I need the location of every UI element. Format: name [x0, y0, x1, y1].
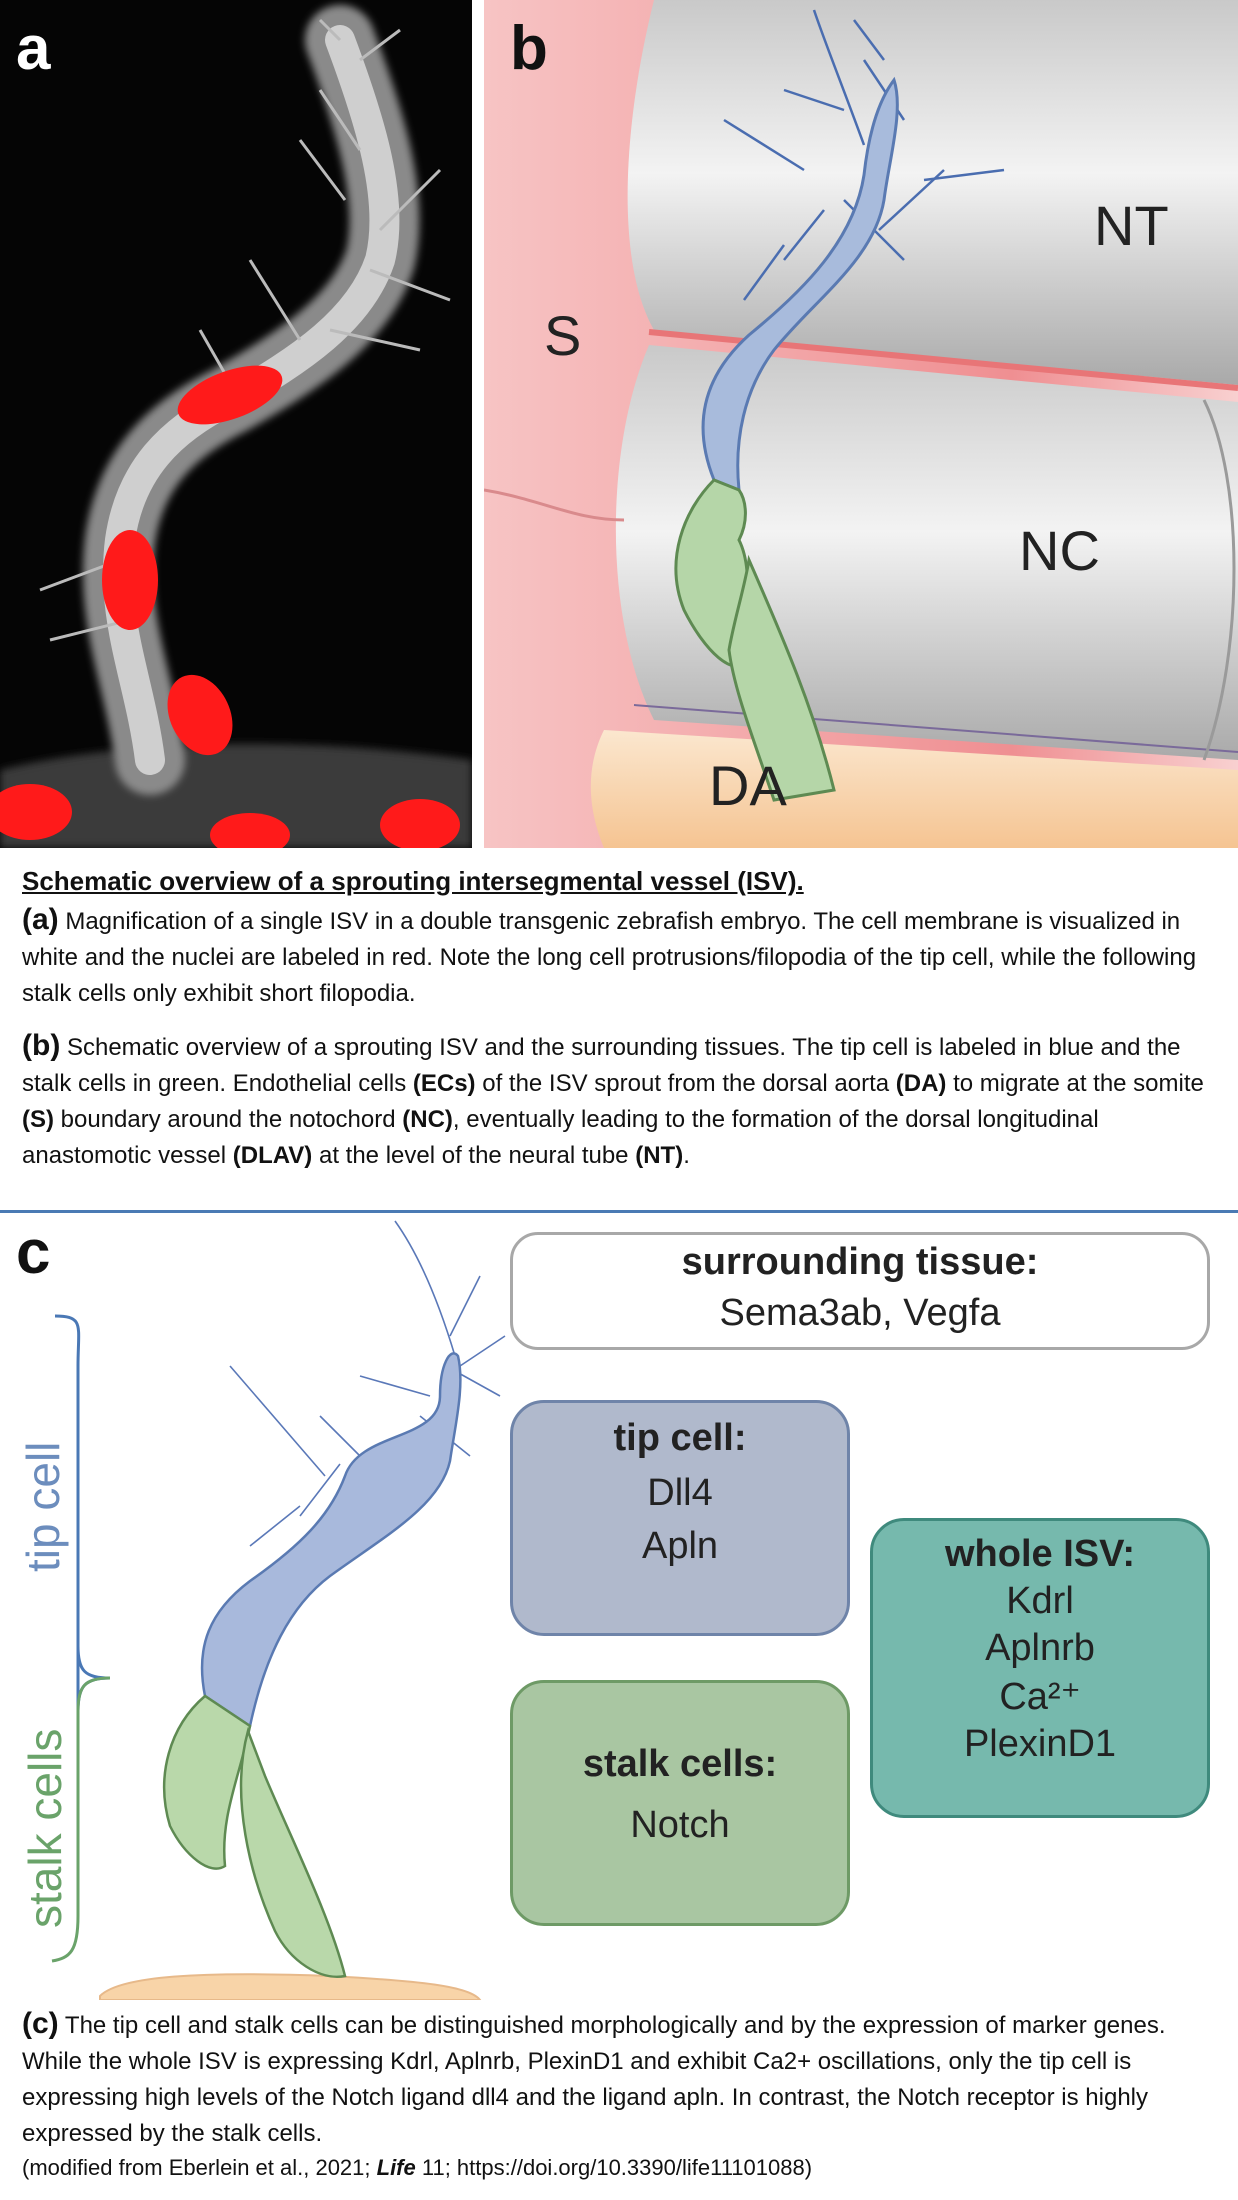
- caption-b-term: (ECs): [412, 1070, 476, 1097]
- tip-cell-shape: [200, 1352, 462, 1729]
- panel-a-micrograph: a: [0, 0, 472, 848]
- caption-b-text: at the level of the neural tube: [312, 1142, 636, 1169]
- nucleus: [167, 674, 233, 756]
- micrograph-image: [0, 0, 472, 848]
- nucleus: [177, 365, 283, 425]
- caption-b-text: .: [683, 1142, 690, 1169]
- panel-c-diagram: c tip cell stalk cells surrounding tissu…: [0, 1216, 1238, 2000]
- citation-text: 11; https://doi.org/10.3390/life11101088…: [415, 2155, 813, 2180]
- citation-text: (modified from Eberlein et al., 2021;: [22, 2155, 377, 2180]
- panel-b-letter: b: [510, 14, 548, 83]
- caption-c-text: The tip cell and stalk cells can be dist…: [22, 2012, 1166, 2147]
- caption-b-letter: (b): [22, 1029, 61, 1062]
- whole-isv-heading: whole ISV:: [944, 1533, 1136, 1575]
- caption-c-letter: (c): [22, 2007, 59, 2040]
- caption-b-text: boundary around the notochord: [54, 1106, 403, 1133]
- tip-cell-label: tip cell: [17, 1441, 69, 1572]
- stalk-cell-shape: [727, 554, 836, 802]
- stalk-cells-heading: stalk cells:: [582, 1743, 778, 1785]
- caption-b-term: (DLAV): [232, 1142, 313, 1169]
- stalk-cells-label: stalk cells: [19, 1728, 71, 1928]
- label-nt: NT: [1094, 194, 1169, 257]
- stalk-cells-gene: Notch: [630, 1804, 730, 1846]
- tip-cell-heading: tip cell:: [613, 1417, 747, 1459]
- caption-a-text: Magnification of a single ISV in a doubl…: [22, 908, 1197, 1007]
- caption-b: (b) Schematic overview of a sprouting IS…: [22, 1028, 1222, 1174]
- caption-b-text: , eventually leading to the formation of…: [22, 1106, 1099, 1169]
- surrounding-tissue-heading: surrounding tissue:: [681, 1241, 1039, 1283]
- whole-isv-gene: PlexinD1: [963, 1723, 1117, 1765]
- nucleus: [210, 813, 290, 848]
- section-divider: [0, 1210, 1238, 1213]
- stalk-cells-bracket: [51, 1676, 111, 1963]
- caption-a: (a) Magnification of a single ISV in a d…: [22, 902, 1222, 1012]
- stalk-cells-box: stalk cells: Notch: [510, 1680, 850, 1926]
- caption-b-text: to migrate at the somite: [946, 1070, 1204, 1097]
- caption-b-text: of the ISV sprout from the dorsal aorta: [475, 1070, 896, 1097]
- tip-cell-box: tip cell: Dll4 Apln: [510, 1400, 850, 1636]
- stalk-cell-shape: [239, 1726, 347, 1979]
- whole-isv-gene: Ca²⁺: [999, 1676, 1081, 1718]
- caption-b-term: (DA): [895, 1070, 947, 1097]
- label-da: DA: [709, 754, 787, 817]
- citation-journal: Life: [376, 2155, 416, 2180]
- whole-isv-box: whole ISV: Kdrl Aplnrb Ca²⁺ PlexinD1: [870, 1518, 1210, 1818]
- nucleus: [102, 530, 158, 630]
- caption-b-text: Schematic overview of a sprouting ISV an…: [22, 1034, 1181, 1097]
- caption-title: Schematic overview of a sprouting inters…: [22, 866, 804, 896]
- isv-cell-drawing: [51, 1220, 506, 2000]
- caption-b-term: (NC): [402, 1106, 453, 1133]
- panel-a-letter: a: [16, 14, 51, 83]
- panel-c-letter: c: [16, 1218, 51, 1287]
- whole-isv-gene: Kdrl: [1006, 1580, 1074, 1622]
- nucleus: [380, 799, 460, 848]
- whole-isv-gene: Aplnrb: [985, 1627, 1095, 1669]
- stalk-cell-shape: [163, 1694, 252, 1870]
- tip-cell-gene: Apln: [641, 1525, 719, 1567]
- caption-c: (c) The tip cell and stalk cells can be …: [22, 2006, 1222, 2152]
- surrounding-tissue-box: surrounding tissue: Sema3ab, Vegfa: [510, 1232, 1210, 1350]
- caption-b-term: (NT): [635, 1142, 684, 1169]
- caption-a-letter: (a): [22, 903, 59, 936]
- nucleus: [0, 784, 72, 840]
- panel-b-schematic: S NT NC DA b: [484, 0, 1238, 848]
- caption-b-term: (S): [22, 1106, 54, 1133]
- tip-cell-gene: Dll4: [647, 1472, 713, 1514]
- isv-schematic: S NT NC DA: [484, 0, 1238, 848]
- tip-cell-shape: [701, 76, 899, 493]
- surrounding-tissue-genes: Sema3ab, Vegfa: [719, 1292, 1001, 1334]
- label-nc: NC: [1019, 519, 1100, 582]
- citation: (modified from Eberlein et al., 2021; Li…: [22, 2150, 1222, 2186]
- label-s: S: [544, 304, 581, 367]
